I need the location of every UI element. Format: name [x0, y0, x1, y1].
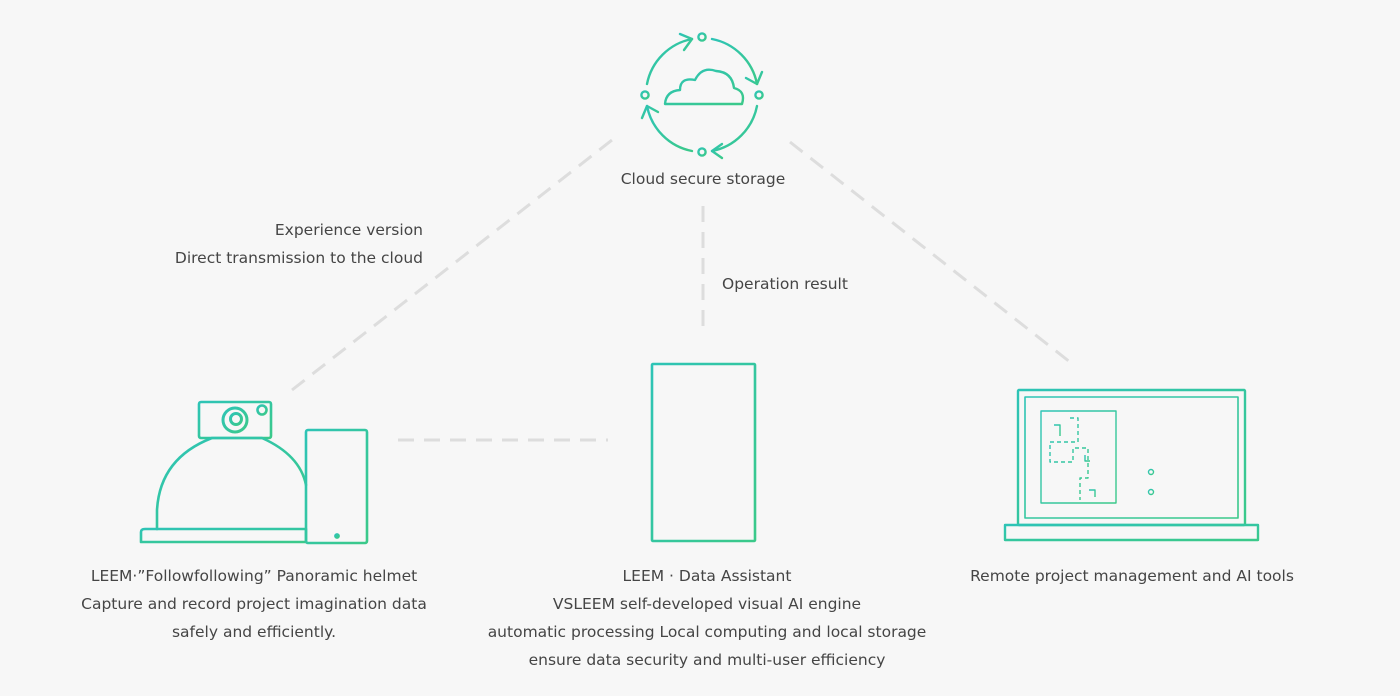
list-dot-1 — [1147, 468, 1155, 476]
sync-arrowhead-3 — [640, 104, 660, 120]
sync-arrowhead-2 — [710, 142, 724, 160]
sync-arc-bottom-left — [645, 104, 694, 153]
connector-helmet-cloud — [291, 138, 613, 392]
floorplan-drawing — [1040, 410, 1117, 504]
cloud-shape — [663, 68, 745, 106]
caption-line: ensure data security and multi-user effi… — [528, 651, 886, 669]
caption-line: VSLEEM self-developed visual AI engine — [552, 595, 862, 613]
connector-cloud-laptop — [789, 140, 1076, 368]
phone-button — [334, 533, 340, 539]
edge-label-assistant-cloud: Operation result — [722, 275, 848, 293]
helmet-brim — [139, 527, 308, 544]
caption-line: Capture and record project imagination d… — [81, 595, 427, 613]
floorplan-path — [1049, 417, 1089, 500]
caption-line: LEEM · Data Assistant — [622, 567, 792, 585]
edge-label-line: Experience version — [274, 221, 423, 239]
laptop-display — [1024, 396, 1239, 519]
laptop-floorplan-icon — [1003, 388, 1260, 542]
edge-label-helmet-cloud: Experience version Direct transmission t… — [175, 216, 423, 272]
caption-line: safely and efficiently. — [171, 623, 337, 641]
caption-line: automatic processing Local computing and… — [487, 623, 927, 641]
helmet-caption: LEEM·”Followfollowing” Panoramic helmet … — [81, 562, 427, 646]
data-assistant-box-icon — [650, 362, 757, 543]
laptop-caption: Remote project management and AI tools — [970, 567, 1294, 585]
sync-arrowhead-4 — [678, 32, 694, 52]
cloud-sync-icon — [640, 32, 764, 160]
phone-body — [304, 428, 369, 545]
cloud-label: Cloud secure storage — [620, 170, 786, 188]
caption-line: LEEM·”Followfollowing” Panoramic helmet — [90, 567, 418, 585]
camera-lens — [221, 406, 249, 434]
list-dot-2 — [1147, 488, 1155, 496]
edge-label-line: Direct transmission to the cloud — [174, 249, 423, 267]
camera-indicator — [256, 404, 268, 416]
helmet-dome — [155, 436, 308, 531]
box-body — [650, 362, 757, 543]
sync-arc-bottom-right — [710, 104, 759, 153]
sync-arrowhead-1 — [744, 70, 764, 86]
assistant-caption: LEEM · Data Assistant VSLEEM self-develo… — [488, 562, 927, 674]
laptop-base — [1003, 523, 1260, 542]
sync-arc-top-right — [710, 37, 759, 86]
sync-arc-top-left — [645, 37, 694, 86]
helmet-camera-phone-icon — [139, 400, 369, 545]
camera-lens-inner — [229, 412, 243, 426]
